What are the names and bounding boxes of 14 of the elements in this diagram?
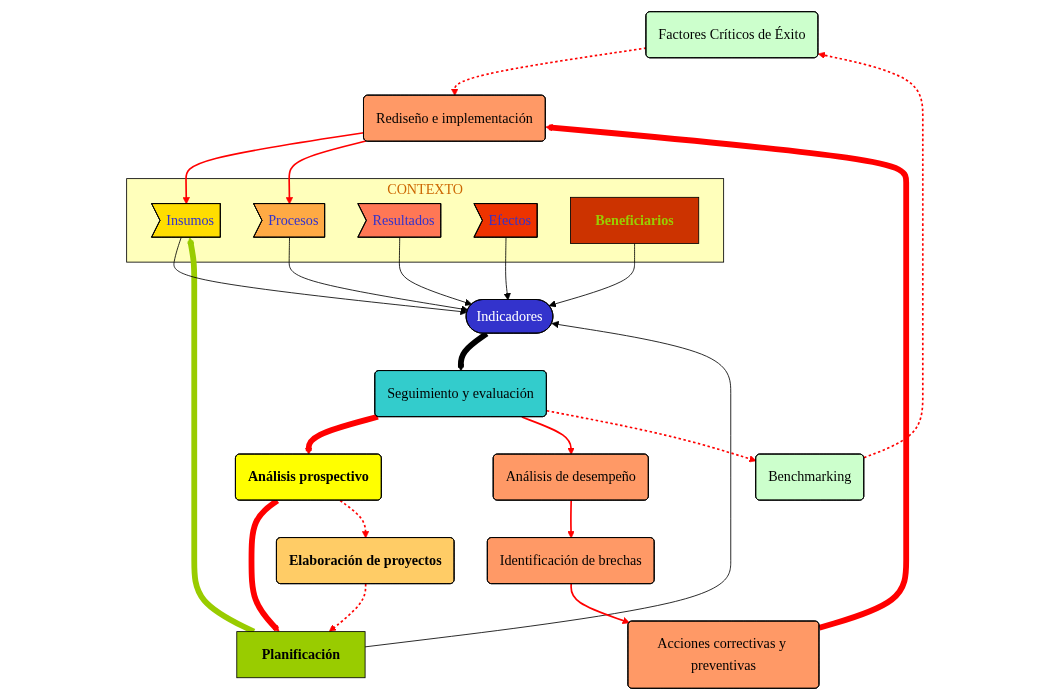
- arrow: [546, 409, 757, 462]
- node-box: Beneficiarios: [570, 196, 700, 244]
- arrow: [567, 499, 575, 538]
- arrow: [305, 413, 379, 455]
- arrow: [451, 46, 648, 96]
- arrow: [545, 123, 910, 631]
- arrow: [570, 582, 631, 624]
- node-box: Planificación: [236, 630, 366, 678]
- arrow: [182, 131, 365, 204]
- arrow: [286, 139, 367, 204]
- arrow: [339, 499, 370, 538]
- arrow: [329, 582, 367, 632]
- arrow: [521, 415, 575, 455]
- arrow: [818, 51, 924, 458]
